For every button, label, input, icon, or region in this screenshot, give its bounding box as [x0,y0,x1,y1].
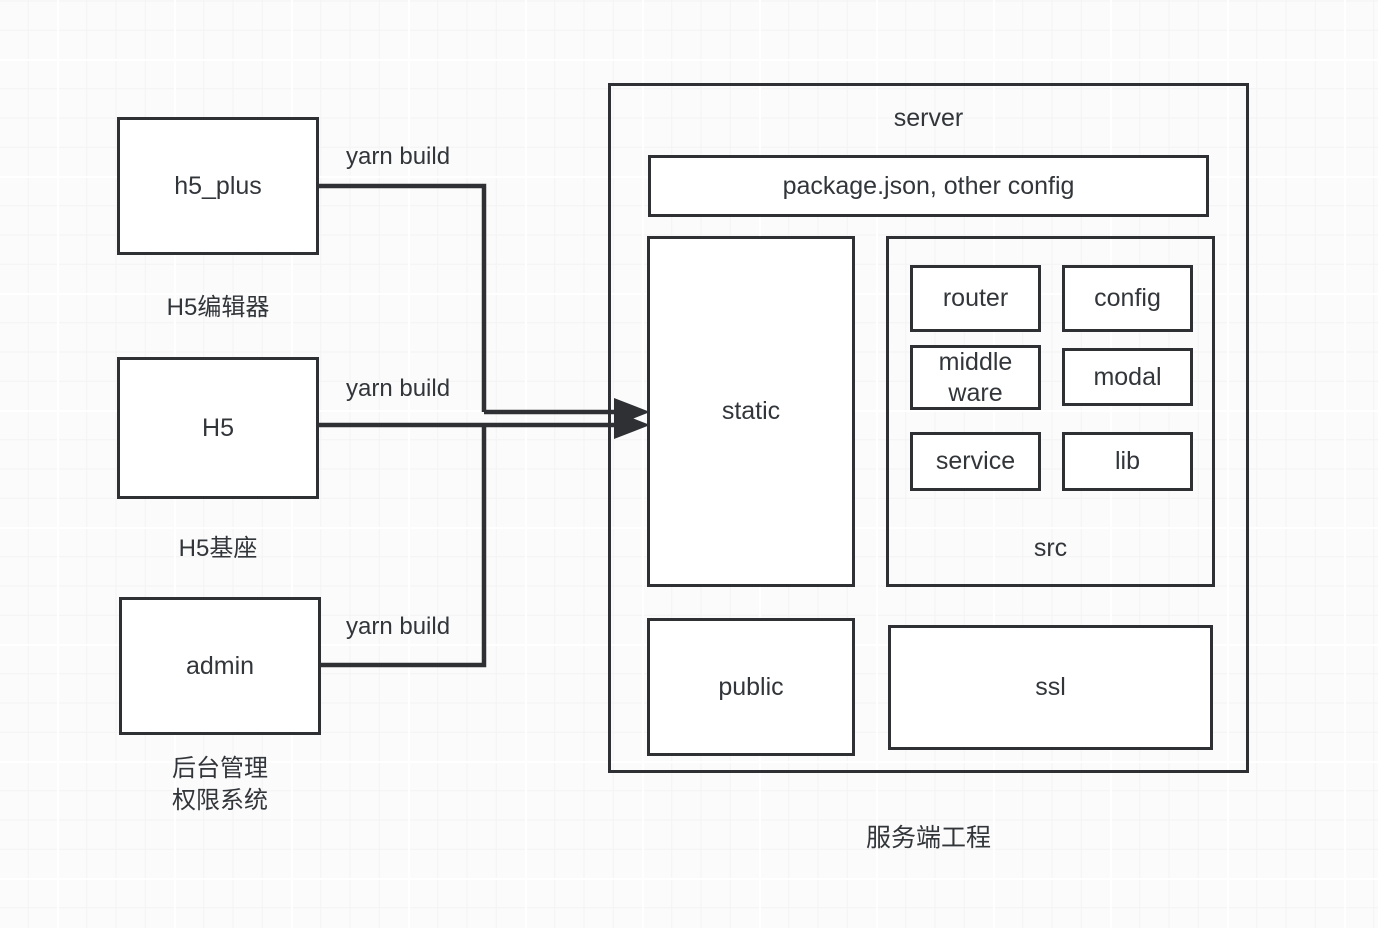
edge-label-h5_plus: yarn build [346,143,451,170]
source-box-h5[interactable]: H5 [117,357,319,499]
server-caption: 服务端工程 [865,824,991,852]
src-module-label: router [942,284,1009,313]
src-module-service[interactable]: service [910,432,1041,491]
server-config-box[interactable]: package.json, other config [648,155,1209,217]
source-caption-h5_plus: H5编辑器 [166,294,270,321]
src-caption: src [1033,534,1068,562]
source-box-h5_plus[interactable]: h5_plus [117,117,319,255]
server-config-label: package.json, other config [782,171,1075,200]
source-box-label: H5 [202,413,234,442]
src-module-label: middle ware [938,348,1013,407]
server-static-box[interactable]: static [647,236,855,587]
src-module-config[interactable]: config [1062,265,1193,332]
server-static-label: static [721,397,781,426]
src-module-label: modal [1093,362,1162,391]
src-module-label: lib [1114,447,1140,476]
server-public-box[interactable]: public [647,618,855,756]
src-module-middleware[interactable]: middle ware [910,345,1041,410]
server-ssl-label: ssl [1035,673,1066,702]
src-group [886,236,1215,587]
source-box-label: admin [185,651,255,680]
server-ssl-box[interactable]: ssl [888,625,1213,750]
source-box-admin[interactable]: admin [119,597,321,735]
source-caption-admin: 后台管理 权限系统 [172,755,268,814]
source-caption-h5: H5基座 [178,535,258,562]
edge-label-h5: yarn build [346,375,451,402]
src-module-modal[interactable]: modal [1062,348,1193,406]
src-module-lib[interactable]: lib [1062,432,1193,491]
server-public-label: public [718,672,784,701]
src-module-router[interactable]: router [910,265,1041,332]
server-title: server [893,104,964,132]
edge-label-admin: yarn build [346,613,451,640]
src-module-label: config [1094,284,1161,313]
source-box-label: h5_plus [174,171,262,200]
server-group [608,83,1249,773]
src-module-label: service [935,447,1016,476]
